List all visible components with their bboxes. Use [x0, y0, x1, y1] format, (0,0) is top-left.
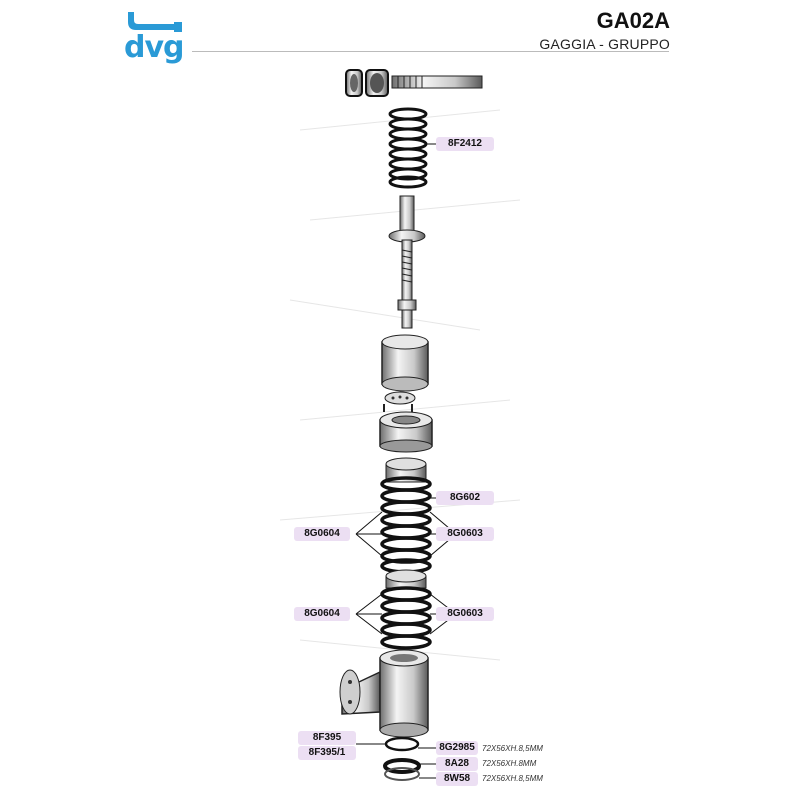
- dvg-logo: dvg: [120, 10, 190, 65]
- spring-stack-lower: [380, 569, 432, 650]
- callout-8G0604-upper: 8G0604: [294, 527, 350, 541]
- piston-rod: [388, 195, 426, 329]
- group-body: [339, 649, 429, 738]
- filter-disc: [383, 391, 416, 412]
- callout-8G2985: 8G2985: [436, 741, 478, 755]
- page-subtitle: GAGGIA - GRUPPO: [539, 36, 670, 52]
- spring-stack-upper: [380, 476, 432, 574]
- callout-8F395-1: 8F395/1: [298, 746, 356, 760]
- spec-8G2985: 72X56XH.8,5MM: [482, 744, 543, 753]
- callout-8G0603-upper: 8G0603: [436, 527, 494, 541]
- leader-lines: [355, 143, 457, 779]
- spec-8A28: 72X56XH.8MM: [482, 759, 537, 768]
- callout-8W58: 8W58: [436, 772, 478, 786]
- tap-icon: [128, 12, 182, 32]
- callout-8G602: 8G602: [436, 491, 494, 505]
- callout-8F395: 8F395: [298, 731, 356, 745]
- spec-8W58: 72X56XH.8,5MM: [482, 774, 543, 783]
- piston-sleeve: [381, 334, 429, 392]
- logo-text: dvg: [124, 30, 185, 65]
- callout-8G0603-lower: 8G0603: [436, 607, 494, 621]
- group-cap: [379, 411, 433, 453]
- spring-8F2412: [388, 107, 428, 189]
- callout-8F2412: 8F2412: [436, 137, 494, 151]
- top-shaft-assembly: [345, 69, 483, 97]
- callout-8G0604-lower: 8G0604: [294, 607, 350, 621]
- callout-8A28: 8A28: [436, 757, 478, 771]
- header-divider: [192, 51, 669, 52]
- gasket-rings: [383, 736, 421, 781]
- page-code: GA02A: [596, 8, 670, 33]
